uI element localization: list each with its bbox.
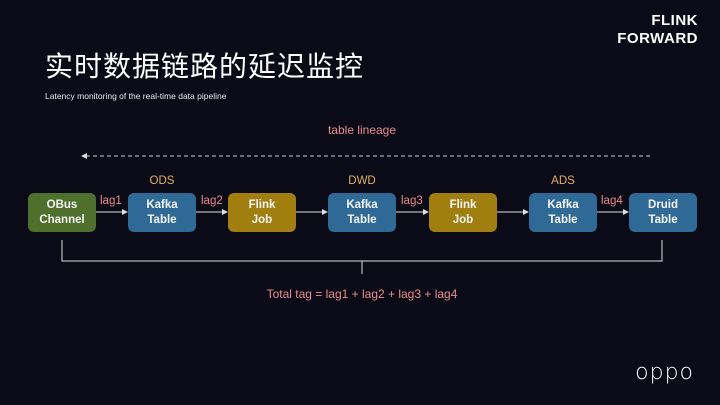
lag-label-1: lag1 [100,195,122,207]
page-subtitle: Latency monitoring of the real-time data… [45,91,227,101]
flink-forward-logo: FLINK FORWARD [617,12,698,48]
node-label: Table [648,213,678,226]
logo-line1: FLINK [651,12,698,29]
stage-ods: ODS [149,175,175,187]
node-label: Kafka [547,198,579,211]
lag-label-2: lag2 [201,195,223,207]
oppo-logo: oppo [635,360,694,385]
total-lag-formula: Total tag = lag1 + lag2 + lag3 + lag4 [266,287,458,301]
logo-line2: FORWARD [617,30,698,47]
page-title: 实时数据链路的延迟监控 [45,50,365,83]
node-label: Flink [248,198,276,211]
stage-ads: ADS [551,175,575,187]
node-label: Druid [647,198,679,211]
node-label: Kafka [346,198,378,211]
node-label: Table [548,213,578,226]
node-label: Flink [449,198,477,211]
lag-label-4: lag4 [601,195,623,207]
node-label: Table [147,213,177,226]
node-label: Table [347,213,377,226]
stage-dwd: DWD [348,175,376,187]
node-label: OBus [46,198,78,211]
lag-label-3: lag3 [401,195,423,207]
node-label: Job [251,213,273,226]
node-label: Kafka [146,198,178,211]
node-label: Channel [39,213,85,226]
table-lineage-label: table lineage [327,123,397,137]
total-bracket [61,240,663,274]
node-label: Job [452,213,474,226]
